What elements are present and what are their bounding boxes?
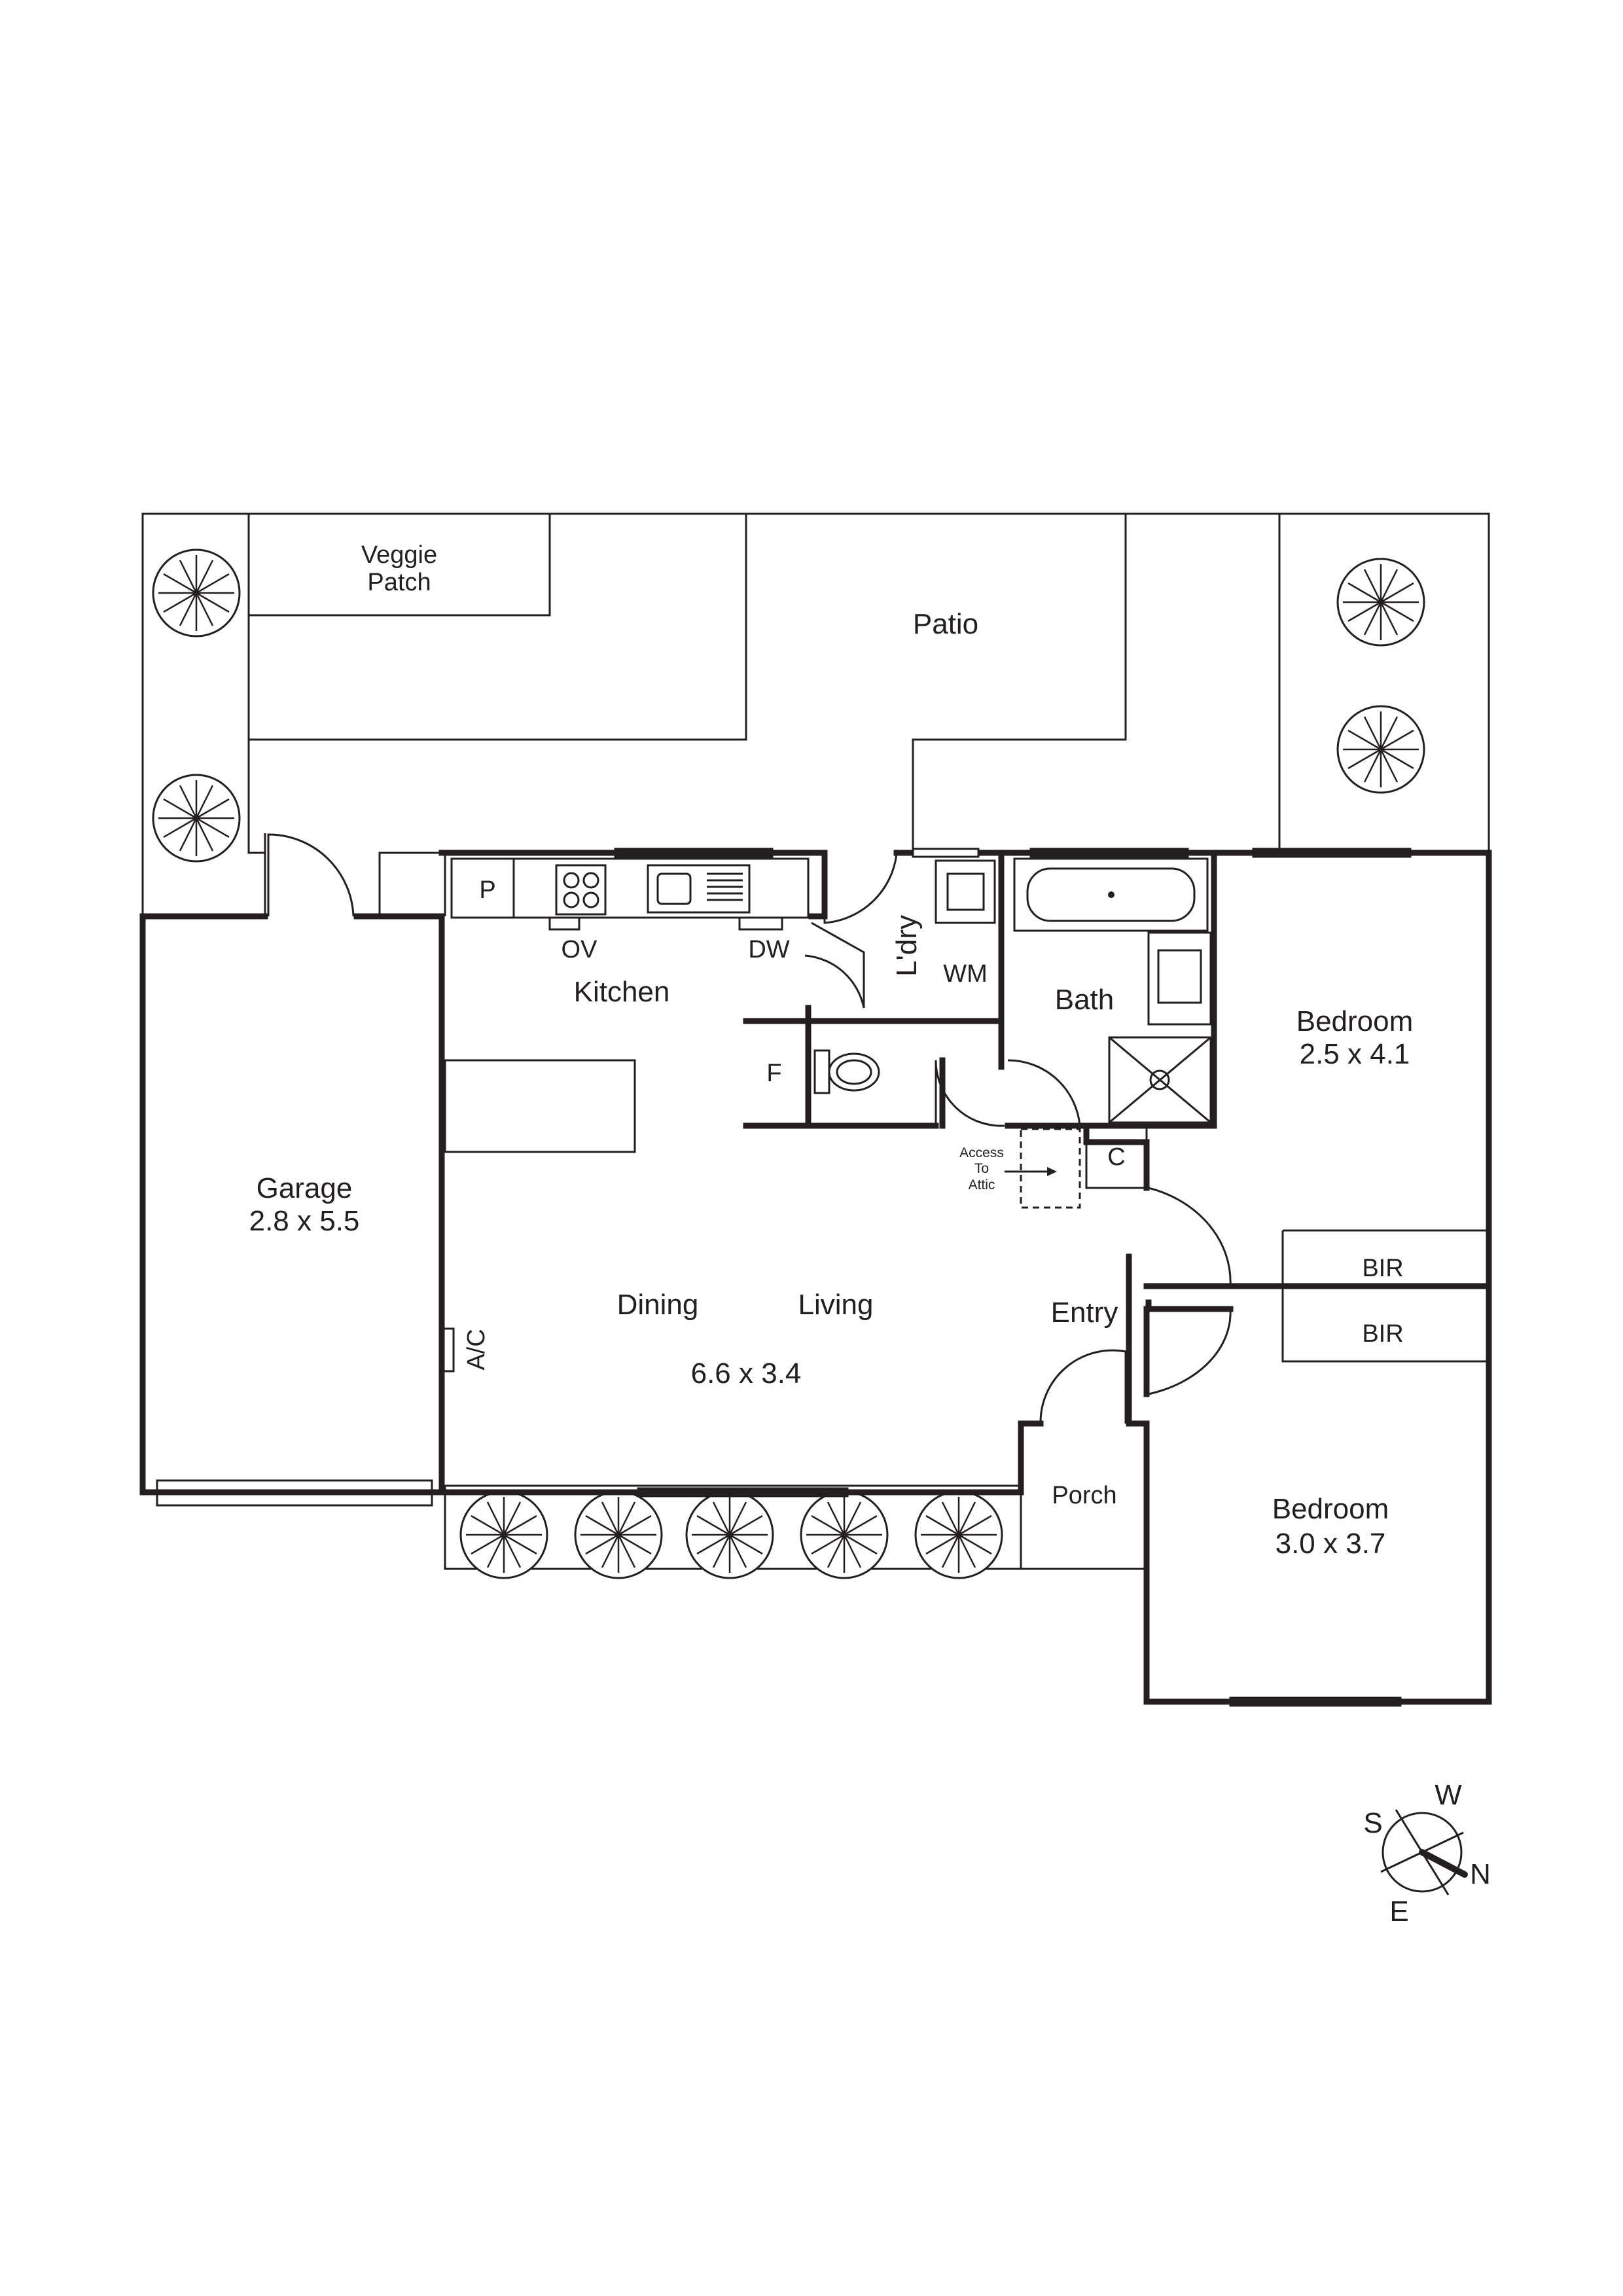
basin — [1157, 949, 1202, 1004]
laundry-trough — [935, 859, 996, 924]
dishwasher-label: DW — [748, 936, 789, 963]
patio-label: Patio — [913, 608, 978, 640]
windows — [614, 848, 1412, 1707]
cupboard — [1085, 1124, 1148, 1189]
bedroom1-size: 2.5 x 4.1 — [1300, 1038, 1410, 1070]
air-conditioner — [442, 1327, 455, 1372]
living-label: Living — [798, 1289, 874, 1321]
bir-label-2: BIR — [1362, 1320, 1403, 1348]
garage-door — [156, 1479, 433, 1507]
veggie-patch-label-1: Veggie — [361, 541, 437, 569]
interior-walls — [743, 850, 1492, 1363]
compass-w: W — [1435, 1779, 1462, 1811]
compass-n: N — [1470, 1858, 1491, 1890]
living-size: 6.6 x 3.4 — [691, 1357, 802, 1390]
attic-label-2: To — [974, 1161, 989, 1176]
laundry-trough-inner — [946, 872, 985, 911]
bedroom1-label: Bedroom — [1296, 1005, 1414, 1037]
veggie-patch-bed — [247, 512, 551, 617]
veggie-patch-label-2: Patch — [367, 569, 431, 596]
attic-hatch — [1020, 1128, 1081, 1209]
compass-e: E — [1389, 1895, 1408, 1928]
sink-icon — [647, 864, 751, 914]
garage-size: 2.8 x 5.5 — [249, 1205, 360, 1237]
fridge-label: F — [766, 1060, 781, 1087]
dining-label: Dining — [617, 1289, 699, 1321]
compass-s: S — [1363, 1807, 1382, 1839]
bir-label-1: BIR — [1362, 1255, 1403, 1282]
attic-label-1: Access — [959, 1145, 1004, 1160]
bedroom2-size: 3.0 x 3.7 — [1275, 1528, 1386, 1560]
bath-label: Bath — [1055, 984, 1115, 1016]
pantry-box — [450, 857, 515, 919]
entry-label: Entry — [1051, 1297, 1118, 1329]
cupboard-label: C — [1107, 1143, 1125, 1171]
laundry-label: L'dry — [891, 915, 923, 977]
bathtub-icon — [1013, 857, 1209, 932]
compass-icon — [1380, 1809, 1468, 1895]
toilet-icon — [813, 1049, 880, 1094]
bedroom2-label: Bedroom — [1272, 1493, 1389, 1525]
kitchen-label: Kitchen — [574, 976, 670, 1008]
attic-label-3: Attic — [969, 1177, 995, 1193]
shower-icon — [1108, 1036, 1212, 1124]
garage-label: Garage — [257, 1172, 353, 1204]
site-boundary — [141, 512, 1490, 1570]
doors — [267, 833, 1232, 1424]
porch-label: Porch — [1052, 1482, 1116, 1509]
attic-arrowhead-icon — [1047, 1167, 1057, 1176]
cooktop-icon — [555, 864, 607, 916]
pantry-label: P — [479, 876, 495, 904]
tree-icons — [152, 548, 1425, 1579]
vanity — [1147, 931, 1212, 1026]
washing-machine-label: WM — [943, 960, 988, 988]
oven-label: OV — [562, 936, 598, 963]
exterior-walls — [139, 850, 1492, 1705]
air-con-label: A/C — [463, 1329, 490, 1370]
